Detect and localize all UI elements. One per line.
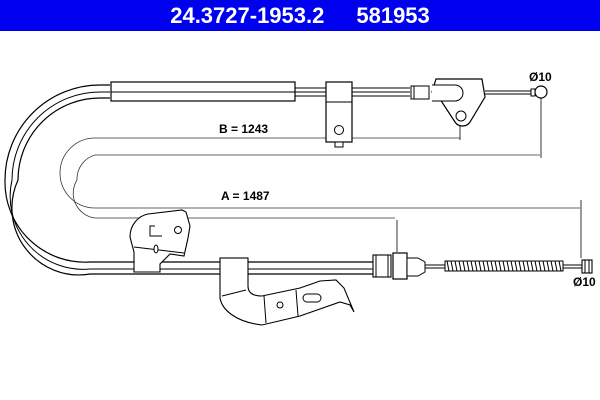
- dimension-a-label: A = 1487: [221, 189, 270, 203]
- top-end-fitting: [410, 78, 548, 158]
- top-sleeve: [110, 81, 410, 102]
- left-mount-bracket: [129, 209, 191, 273]
- top-end-diameter-label: Ø10: [529, 70, 552, 84]
- reference-number: 581953: [356, 2, 430, 28]
- dimension-guide-loop: [59, 137, 580, 219]
- lower-bracket: [219, 257, 355, 326]
- top-bracket-clip: [325, 81, 353, 148]
- spring: [444, 200, 593, 274]
- bottom-end-diameter-label: Ø10: [573, 275, 596, 289]
- bottom-end-fitting: [372, 220, 445, 280]
- dimension-b-label: B = 1243: [219, 122, 269, 136]
- cable-sheath: [4, 84, 380, 276]
- part-number: 24.3727-1953.2: [170, 2, 325, 28]
- title-bar: 24.3727-1953.2 581953: [0, 0, 600, 31]
